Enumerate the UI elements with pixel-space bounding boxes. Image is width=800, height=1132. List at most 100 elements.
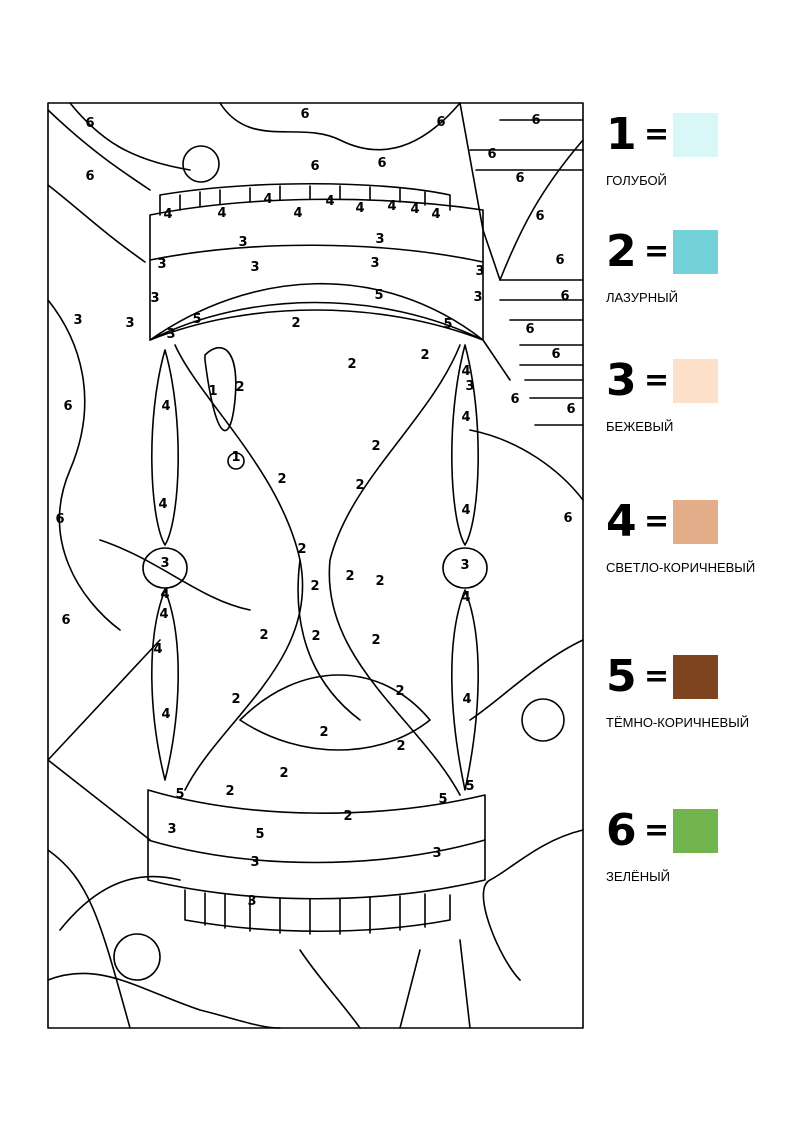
region-number-label: 2	[279, 766, 288, 781]
region-number-label: 4	[325, 194, 334, 209]
region-number-label: 4	[355, 201, 364, 216]
region-number-label: 2	[371, 439, 380, 454]
legend-number: 4	[606, 496, 637, 547]
region-number-label: 5	[443, 317, 452, 332]
legend-number: 3	[606, 355, 637, 406]
legend-color-swatch	[673, 655, 718, 699]
region-number-label: 3	[250, 855, 259, 870]
legend-item: 2=ЛАЗУРНЫЙ	[606, 227, 796, 327]
region-number-label: 4	[461, 590, 470, 605]
legend-number: 2	[606, 226, 637, 277]
legend-color-swatch	[673, 230, 718, 274]
region-number-label: 4	[161, 707, 170, 722]
background-line	[69, 102, 191, 171]
region-number-label: 3	[238, 235, 247, 250]
legend-number: 6	[606, 805, 637, 856]
background-line	[299, 939, 471, 1029]
background-line	[47, 972, 281, 1029]
region-number-label: 3	[375, 232, 384, 247]
region-number-label: 6	[300, 107, 309, 122]
region-number-label: 3	[432, 846, 441, 861]
legend-color-name: ГОЛУБОЙ	[606, 173, 667, 188]
legend-item: 1=ГОЛУБОЙ	[606, 110, 796, 210]
region-number-label: 6	[377, 156, 386, 171]
background-line	[47, 639, 161, 841]
background-line	[499, 139, 584, 281]
left-column	[151, 349, 179, 546]
region-number-label: 3	[150, 291, 159, 306]
legend-equals: =	[644, 117, 670, 152]
hourglass-top-band	[149, 259, 484, 341]
region-number-label: 5	[374, 288, 383, 303]
region-number-label: 6	[563, 511, 572, 526]
region-number-label: 6	[487, 147, 496, 162]
region-number-label: 4	[163, 207, 172, 222]
region-number-label: 3	[157, 257, 166, 272]
region-number-label: 6	[515, 171, 524, 186]
region-number-label: 2	[345, 569, 354, 584]
region-number-label: 6	[85, 169, 94, 184]
region-number-label: 2	[396, 739, 405, 754]
background-line	[499, 279, 584, 426]
legend-item: 6=ЗЕЛЁНЫЙ	[606, 806, 796, 906]
region-number-label: 5	[192, 312, 201, 327]
region-number-label: 4	[217, 206, 226, 221]
region-number-label: 6	[85, 116, 94, 131]
region-number-label: 2	[343, 809, 352, 824]
decor-circle	[182, 145, 220, 183]
region-number-label: 5	[255, 827, 264, 842]
region-number-label: 6	[525, 322, 534, 337]
region-number-label: 4	[293, 206, 302, 221]
region-number-label: 2	[310, 579, 319, 594]
background-line	[47, 299, 121, 631]
background-line	[459, 102, 501, 281]
picture-frame	[47, 102, 584, 1029]
region-number-label: 6	[566, 402, 575, 417]
legend-color-name: ЛАЗУРНЫЙ	[606, 290, 678, 305]
region-number-label: 3	[465, 379, 474, 394]
legend-number: 5	[606, 651, 637, 702]
region-number-label: 6	[63, 399, 72, 414]
region-number-label: 6	[310, 159, 319, 174]
region-number-label: 6	[551, 347, 560, 362]
background-line	[219, 102, 461, 151]
right-column	[451, 344, 479, 546]
background-line	[469, 119, 584, 171]
legend-color-name: БЕЖЕВЫЙ	[606, 419, 674, 434]
legend-color-swatch	[673, 809, 718, 853]
region-number-label: 5	[175, 787, 184, 802]
legend-color-name: СВЕТЛО-КОРИЧНЕВЫЙ	[606, 560, 756, 575]
region-number-label: 4	[387, 199, 396, 214]
legend-equals: =	[644, 504, 670, 539]
region-number-label: 3	[475, 264, 484, 279]
region-number-label: 3	[250, 260, 259, 275]
region-number-label: 4	[461, 364, 470, 379]
region-number-label: 2	[235, 380, 244, 395]
region-number-label: 3	[167, 822, 176, 837]
glass-sand-bottom	[239, 674, 431, 751]
region-number-label: 3	[73, 313, 82, 328]
hourglass-top-under	[149, 282, 511, 381]
region-number-label: 4	[410, 202, 419, 217]
region-number-label: 6	[531, 113, 540, 128]
hourglass-bottom-dentils	[184, 889, 451, 933]
region-number-label: 3	[247, 894, 256, 909]
left-column	[151, 589, 179, 781]
hourglass-bottom-cap	[147, 789, 486, 900]
region-number-label: 4	[461, 410, 470, 425]
hourglass-bottom-band	[147, 839, 486, 864]
region-number-label: 3	[166, 327, 175, 342]
region-number-label: 6	[560, 289, 569, 304]
legend-item: 3=БЕЖЕВЫЙ	[606, 356, 796, 456]
background-line	[59, 875, 181, 931]
region-number-label: 4	[160, 587, 169, 602]
region-number-label: 6	[61, 613, 70, 628]
hourglass-glass	[174, 344, 461, 796]
legend-color-swatch	[673, 500, 718, 544]
legend-color-name: ЗЕЛЁНЫЙ	[606, 869, 670, 884]
legend-equals: =	[644, 659, 670, 694]
region-number-label: 6	[55, 512, 64, 527]
region-number-label: 2	[231, 692, 240, 707]
background-line	[482, 829, 584, 981]
